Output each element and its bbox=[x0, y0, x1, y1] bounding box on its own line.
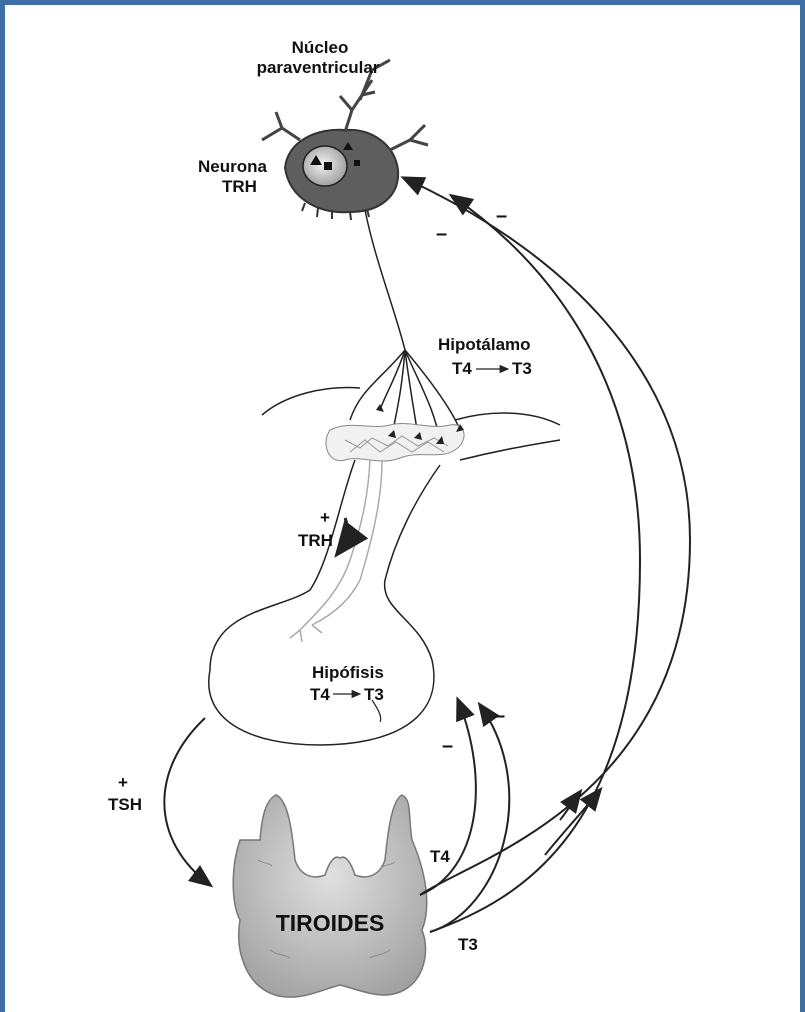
label-paraventricular: paraventricular bbox=[257, 58, 380, 77]
label-hipotalamo-t4: T4 bbox=[452, 359, 472, 378]
label-hipofisis: Hipófisis bbox=[312, 663, 384, 682]
thyroid-gland bbox=[233, 795, 427, 997]
label-tiroides: TIROIDES bbox=[276, 910, 385, 936]
label-trh: TRH bbox=[298, 531, 333, 550]
minus-sign-pituitary-2: – bbox=[494, 705, 505, 727]
trh-neuron bbox=[262, 60, 428, 220]
minus-sign-hypothalamus-1: – bbox=[436, 223, 447, 245]
tsh-arrow bbox=[164, 718, 210, 885]
label-neurona: Neurona bbox=[198, 157, 268, 176]
label-trh-plus: + bbox=[320, 508, 330, 527]
feedback-arrows bbox=[404, 178, 690, 932]
trh-arrow bbox=[338, 518, 348, 553]
label-tsh: TSH bbox=[108, 795, 142, 814]
label-hipotalamo-t3: T3 bbox=[512, 359, 532, 378]
hypothalamus bbox=[210, 387, 560, 670]
label-tsh-plus: + bbox=[118, 773, 128, 792]
label-nucleo: Núcleo bbox=[292, 38, 349, 57]
label-hipofisis-t3: T3 bbox=[364, 685, 384, 704]
minus-sign-hypothalamus-2: – bbox=[496, 205, 507, 227]
label-t4-output: T4 bbox=[430, 847, 450, 866]
label-t3-output: T3 bbox=[458, 935, 478, 954]
minus-sign-pituitary-1: – bbox=[442, 735, 453, 757]
label-hipofisis-t4: T4 bbox=[310, 685, 330, 704]
label-neurona-trh: TRH bbox=[222, 177, 257, 196]
label-hipotalamo: Hipotálamo bbox=[438, 335, 531, 354]
